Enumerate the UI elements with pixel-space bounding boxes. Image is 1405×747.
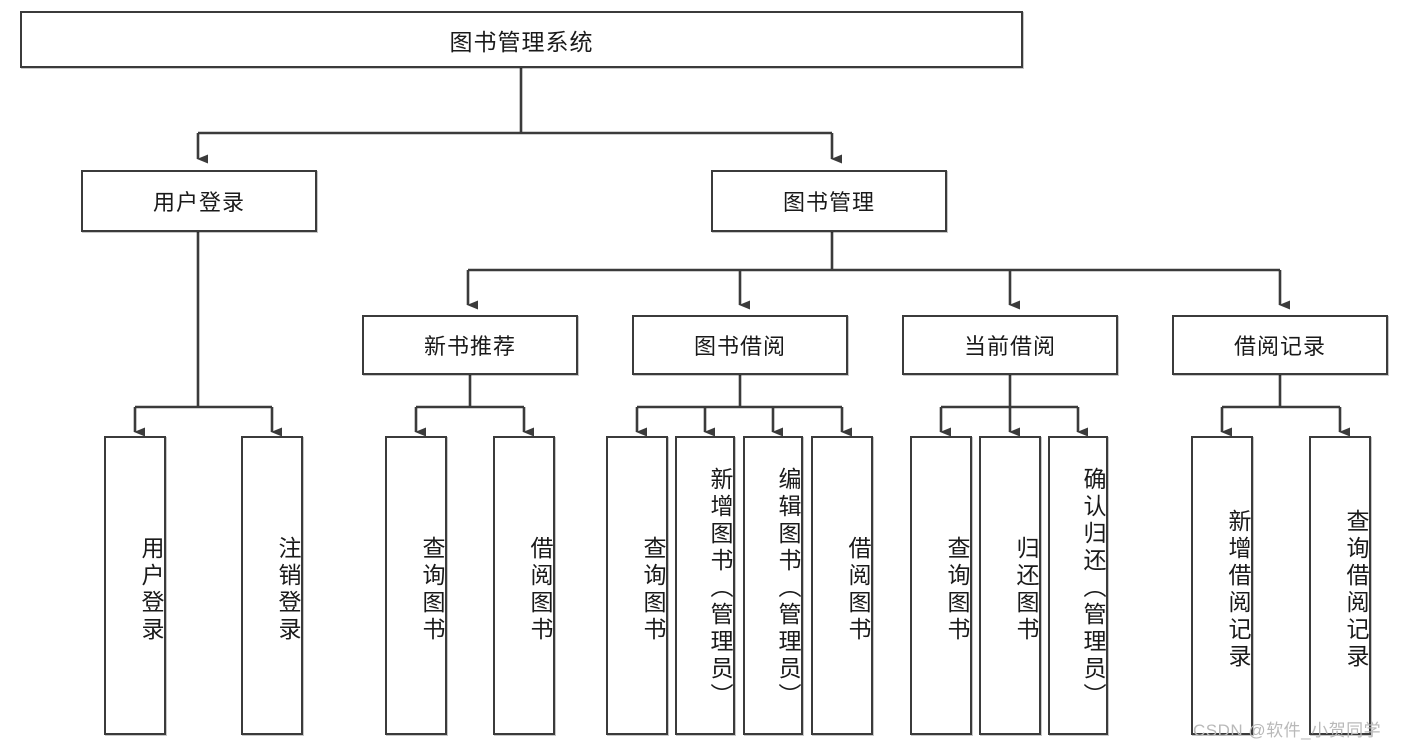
leaf-add-book-admin[interactable]: 新增图书（管理员） (675, 436, 735, 735)
node-book-management[interactable]: 图书管理 (711, 170, 947, 232)
leaf-edit-book-admin[interactable]: 编辑图书（管理员） (743, 436, 803, 735)
leaf-borrow-book-recommend[interactable]: 借阅图书 (493, 436, 555, 735)
node-new-book-recommend[interactable]: 新书推荐 (362, 315, 578, 375)
node-current-borrow[interactable]: 当前借阅 (902, 315, 1118, 375)
leaf-logout[interactable]: 注销登录 (241, 436, 303, 735)
node-book-borrow[interactable]: 图书借阅 (632, 315, 848, 375)
leaf-query-book-current[interactable]: 查询图书 (910, 436, 972, 735)
leaf-borrow-book[interactable]: 借阅图书 (811, 436, 873, 735)
leaf-query-book-recommend[interactable]: 查询图书 (385, 436, 447, 735)
csdn-watermark: CSDN @软件_小贺同学 (1193, 721, 1382, 740)
leaf-query-book-borrow[interactable]: 查询图书 (606, 436, 668, 735)
node-root-system[interactable]: 图书管理系统 (20, 11, 1023, 68)
leaf-confirm-return-admin[interactable]: 确认归还（管理员） (1048, 436, 1108, 735)
leaf-query-borrow-record[interactable]: 查询借阅记录 (1309, 436, 1371, 735)
leaf-return-book[interactable]: 归还图书 (979, 436, 1041, 735)
node-user-login[interactable]: 用户登录 (81, 170, 317, 232)
leaf-add-borrow-record[interactable]: 新增借阅记录 (1191, 436, 1253, 735)
leaf-user-login[interactable]: 用户登录 (104, 436, 166, 735)
node-borrow-record[interactable]: 借阅记录 (1172, 315, 1388, 375)
